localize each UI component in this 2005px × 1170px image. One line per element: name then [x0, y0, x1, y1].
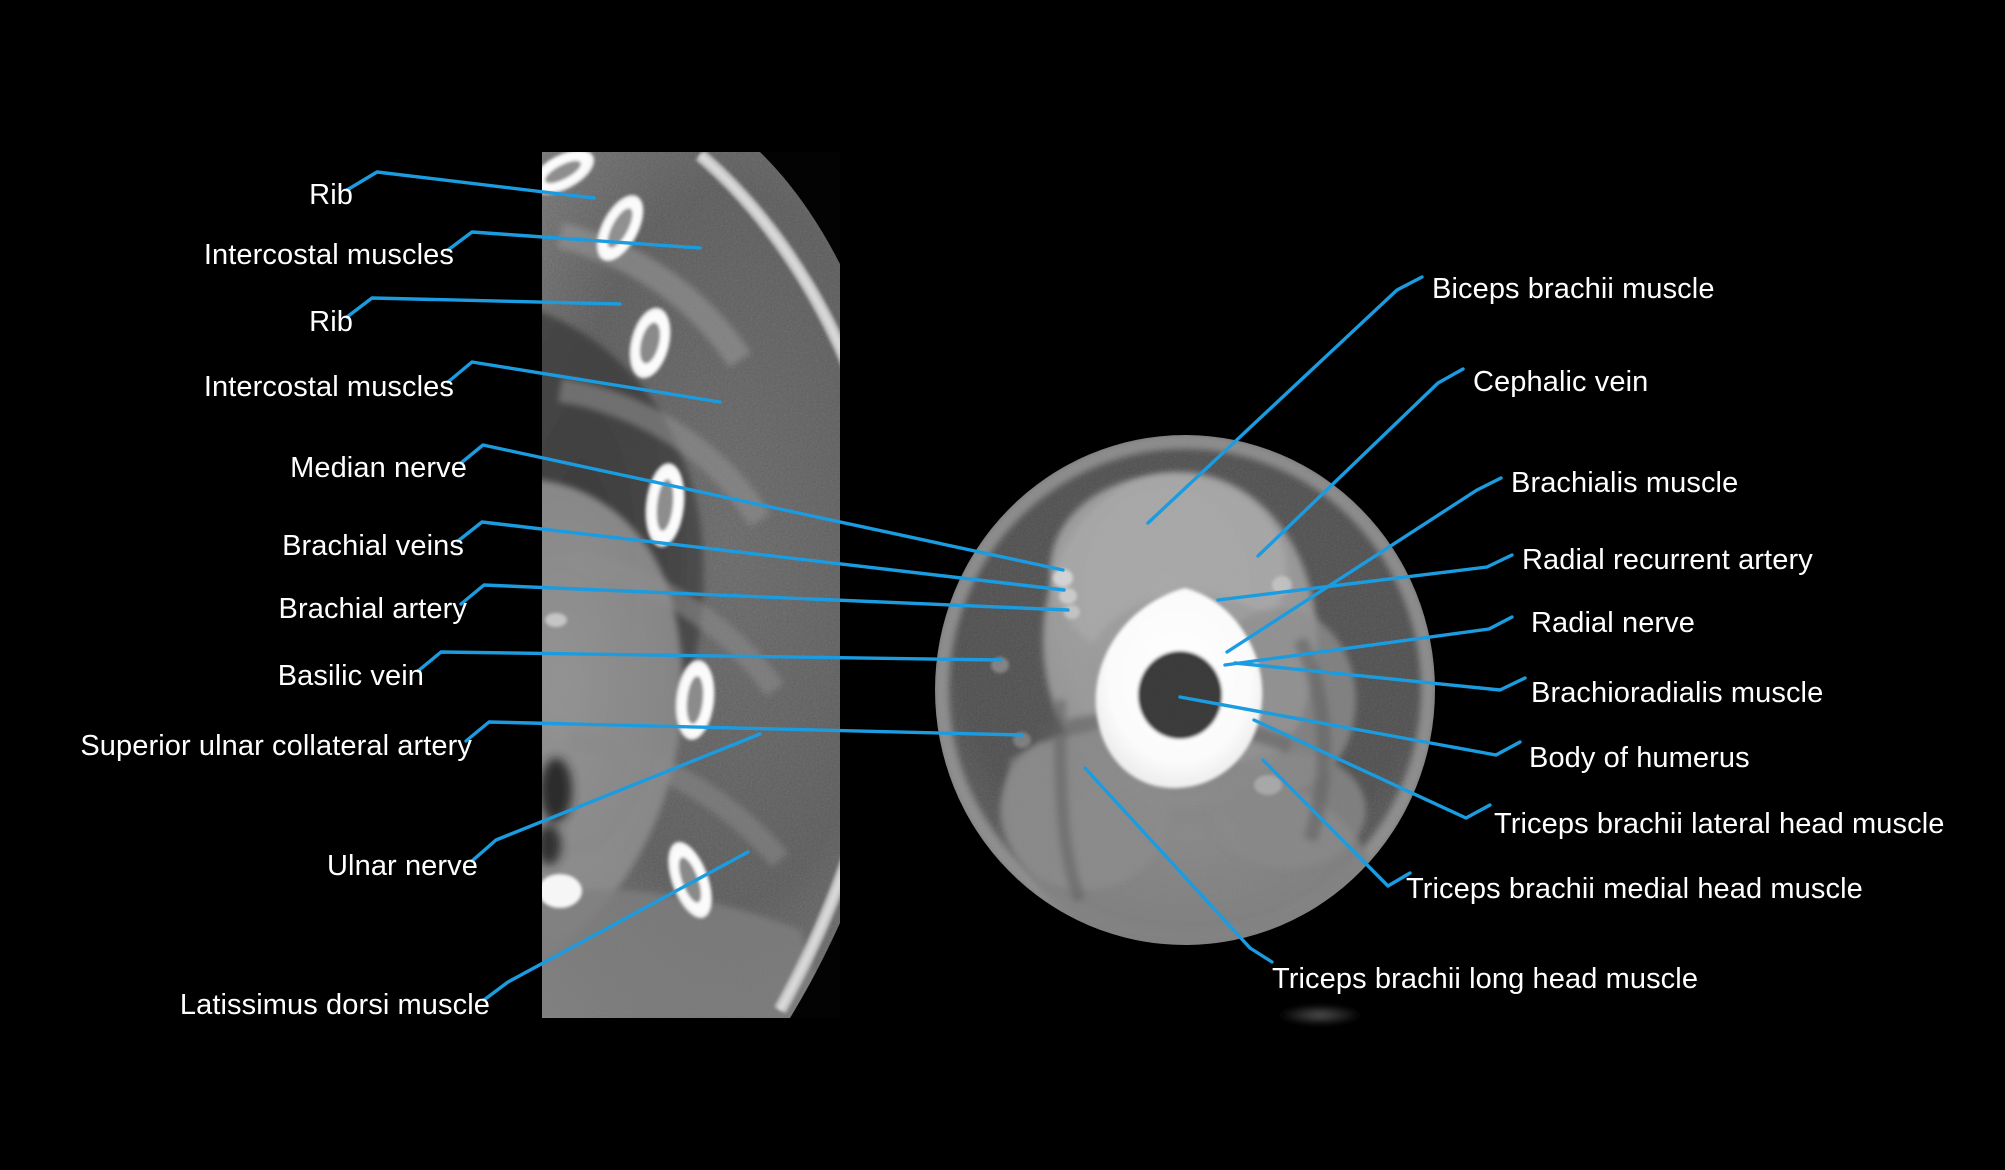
leader-line-brachialis-muscle — [1225, 476, 1503, 654]
label-latissimus-dorsi-muscle: Latissimus dorsi muscle — [179, 989, 490, 1021]
label-intercostal-muscles-lower: Intercostal muscles — [203, 371, 454, 403]
thorax-axial-ct-panel — [542, 152, 840, 1018]
leader-line-radial-recurrent-artery — [1216, 553, 1514, 602]
leader-line-superior-ulnar-collateral-artery — [464, 720, 1024, 743]
leader-lines-right — [1083, 275, 1527, 964]
label-radial-recurrent-artery: Radial recurrent artery — [1522, 544, 1813, 576]
label-brachioradialis-muscle: Brachioradialis muscle — [1531, 677, 1824, 709]
label-basilic-vein: Basilic vein — [277, 660, 424, 692]
label-ulnar-nerve: Ulnar nerve — [327, 850, 478, 882]
leader-line-intercostal-muscles-lower — [446, 360, 722, 404]
label-body-of-humerus: Body of humerus — [1529, 742, 1750, 774]
label-brachialis-muscle: Brachialis muscle — [1511, 467, 1739, 499]
leader-line-basilic-vein — [416, 650, 1003, 673]
leader-line-triceps-brachii-lateral-head-muscle — [1252, 718, 1492, 820]
label-radial-nerve: Radial nerve — [1531, 607, 1696, 639]
leader-line-triceps-brachii-medial-head-muscle — [1261, 758, 1412, 888]
label-brachial-veins: Brachial veins — [282, 530, 464, 562]
label-triceps-brachii-long-head-muscle: Triceps brachii long head muscle — [1272, 963, 1699, 995]
leader-line-median-nerve — [459, 443, 1065, 572]
image-artifact-smudge — [1278, 1006, 1362, 1024]
label-rib-lower: Rib — [309, 306, 353, 338]
leader-line-triceps-brachii-long-head-muscle — [1083, 766, 1274, 964]
leader-line-latissimus-dorsi-muscle — [482, 850, 750, 1002]
label-median-nerve: Median nerve — [290, 452, 467, 484]
label-intercostal-muscles-upper: Intercostal muscles — [203, 239, 454, 271]
leader-line-rib-upper — [345, 170, 596, 200]
label-biceps-brachii-muscle: Biceps brachii muscle — [1432, 273, 1715, 305]
leader-line-radial-nerve — [1223, 615, 1514, 667]
label-superior-ulnar-collateral-artery: Superior ulnar collateral artery — [80, 730, 472, 762]
leader-line-brachioradialis-muscle — [1233, 661, 1527, 692]
leader-line-intercostal-muscles-upper — [446, 230, 702, 252]
leader-line-rib-lower — [345, 296, 622, 319]
leader-lines-left — [345, 170, 1070, 1002]
upper-arm-axial-ct-panel — [935, 435, 1435, 1024]
leader-line-brachial-veins — [456, 520, 1066, 592]
leader-line-body-of-humerus — [1178, 695, 1522, 757]
label-rib-upper: Rib — [309, 179, 353, 211]
label-brachial-artery: Brachial artery — [278, 593, 467, 625]
label-triceps-brachii-medial-head-muscle: Triceps brachii medial head muscle — [1406, 873, 1863, 905]
label-triceps-brachii-lateral-head-muscle: Triceps brachii lateral head muscle — [1494, 808, 1945, 840]
leader-line-cephalic-vein — [1256, 367, 1465, 558]
leader-line-biceps-brachii-muscle — [1146, 275, 1424, 525]
leader-line-ulnar-nerve — [470, 732, 762, 863]
leader-line-brachial-artery — [459, 583, 1070, 612]
label-cephalic-vein: Cephalic vein — [1473, 366, 1649, 398]
